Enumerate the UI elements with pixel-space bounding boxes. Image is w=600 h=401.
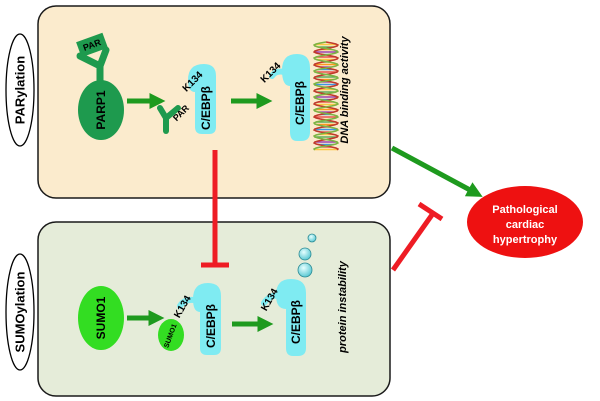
svg-text:SUMOylation: SUMOylation xyxy=(13,271,28,352)
svg-text:C/EBPβ: C/EBPβ xyxy=(204,304,218,348)
svg-text:C/EBPβ: C/EBPβ xyxy=(293,81,307,125)
cebpb-protein-top-1: C/EBPβ xyxy=(188,64,216,134)
inhibition-sumo-to-hypertrophy xyxy=(390,201,444,272)
svg-text:C/EBPβ: C/EBPβ xyxy=(199,86,213,130)
svg-text:hypertrophy: hypertrophy xyxy=(493,234,558,246)
cebpb-protein-top-2: C/EBPβ xyxy=(269,54,310,141)
svg-text:PARP1: PARP1 xyxy=(94,90,108,129)
svg-text:PARylation: PARylation xyxy=(13,56,28,124)
cebpb-protein-bottom-1: C/EBPβ xyxy=(177,283,221,355)
svg-text:C/EBPβ: C/EBPβ xyxy=(289,300,303,344)
cebpb-protein-bottom-2: C/EBPβ xyxy=(261,279,306,356)
svg-text:Pathological: Pathological xyxy=(492,204,557,216)
pathological-hypertrophy-outcome: Pathological cardiac hypertrophy xyxy=(467,186,583,258)
svg-text:SUMO1: SUMO1 xyxy=(94,296,108,339)
parp1-protein: PARP1 xyxy=(78,80,124,140)
protein-instability-label: protein instability xyxy=(337,260,349,354)
dna-helix xyxy=(312,41,340,151)
arrow-parylation-to-hypertrophy xyxy=(390,145,483,197)
dna-binding-activity-label: DNA binding activity xyxy=(339,36,351,144)
parylation-side-label: PARylation xyxy=(5,33,35,147)
svg-text:cardiac: cardiac xyxy=(506,219,545,231)
par-tag: PAR xyxy=(76,32,110,84)
inhibition-parp-sumo xyxy=(201,150,229,268)
sumoylation-side-label: SUMOylation xyxy=(5,253,35,371)
sumo1-protein: SUMO1 xyxy=(78,286,124,350)
sumo1-attached: SUMO1 xyxy=(158,319,184,351)
degradation-bubbles xyxy=(297,233,317,278)
